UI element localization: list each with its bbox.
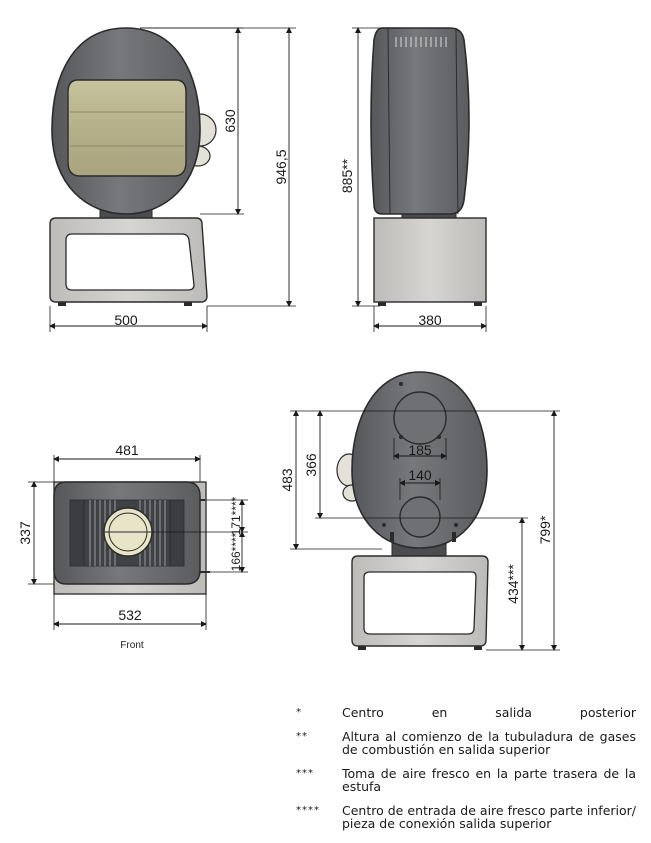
top-view <box>28 455 248 630</box>
dim-rear-inlet-diameter: 140 <box>408 467 432 483</box>
dim-top-offset-lower: 166**** <box>229 532 243 571</box>
footnote: *** Toma de aire fresco en la parte tras… <box>296 767 636 793</box>
footnote-text: Altura al comienzo de la tubuladura de g… <box>342 729 636 757</box>
footnote-mark: ** <box>296 731 308 742</box>
dim-front-upper-height: 630 <box>222 109 238 133</box>
dim-top-width: 481 <box>115 442 139 458</box>
stove-body-side <box>370 27 470 215</box>
footnote-mark: * <box>296 707 302 718</box>
dim-side-depth: 380 <box>418 312 442 328</box>
footnote: * Centro en salida posterior <box>296 706 636 719</box>
air-inlet-rear <box>399 496 441 538</box>
dim-rear-centre-height: 799* <box>537 515 553 544</box>
dim-front-total-height: 946,5 <box>273 149 289 184</box>
footnote-text: Centro en salida posterior <box>342 705 636 720</box>
side-view <box>352 27 487 332</box>
front-view <box>49 27 296 332</box>
dim-top-depth: 337 <box>17 521 33 545</box>
footnote-text: Centro de entrada de aire fresco parte i… <box>342 803 636 831</box>
flue-outlet-rear <box>393 391 447 445</box>
footnote: **** Centro de entrada de aire fresco pa… <box>296 804 636 830</box>
footnote: ** Altura al comienzo de la tubuladura d… <box>296 730 636 756</box>
dim-rear-upper-height: 366 <box>303 453 319 477</box>
rear-view <box>290 371 560 651</box>
glass-window <box>67 79 187 177</box>
footnote-mark: **** <box>296 805 320 816</box>
dim-rear-outlet-spacing: 185 <box>408 442 432 458</box>
dim-rear-inlet-height: 434*** <box>505 564 521 604</box>
footnote-mark: *** <box>296 768 314 779</box>
dim-side-height: 885** <box>339 158 355 193</box>
dim-front-width: 500 <box>114 312 138 328</box>
stove-base-side <box>373 217 487 303</box>
dim-top-offset-upper: 171**** <box>229 496 243 535</box>
dim-top-base-width: 532 <box>118 607 142 623</box>
dim-rear-total-height: 483 <box>279 468 295 492</box>
stove-body-rear <box>351 371 488 549</box>
front-label: Front <box>120 640 144 651</box>
footnote-text: Toma de aire fresco en la parte trasera … <box>342 766 636 794</box>
footnotes: * Centro en salida posterior ** Altura a… <box>296 706 636 841</box>
